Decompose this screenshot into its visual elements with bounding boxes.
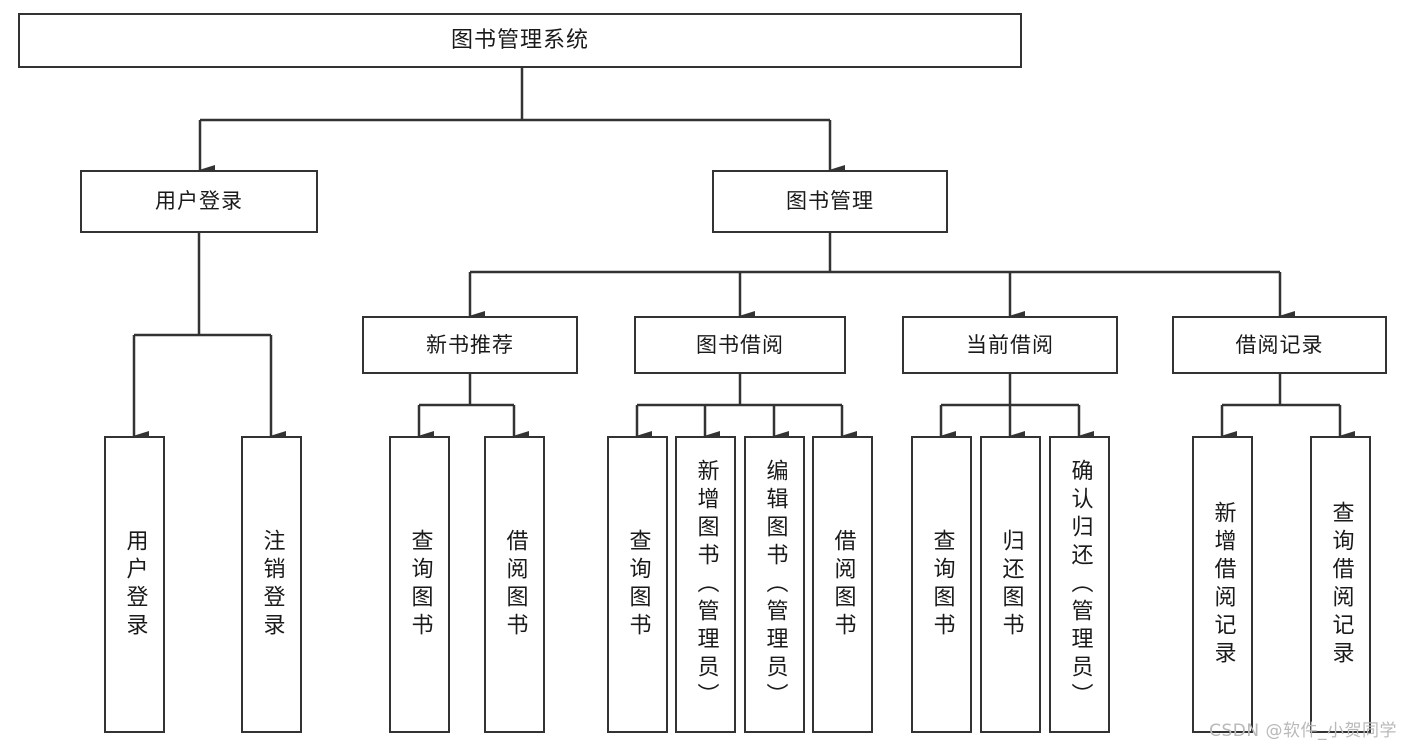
leaf-return-book[interactable]: 归还图书 bbox=[980, 436, 1041, 733]
leaf-edit-book-admin[interactable]: 编辑图书（管理员） bbox=[744, 436, 805, 733]
node-label: 归还图书 bbox=[998, 528, 1024, 641]
node-label: 编辑图书（管理员） bbox=[762, 458, 788, 711]
leaf-borrow-book[interactable]: 借阅图书 bbox=[812, 436, 873, 733]
node-user-login[interactable]: 用户登录 bbox=[80, 170, 318, 233]
node-new-book-recommend[interactable]: 新书推荐 bbox=[362, 316, 578, 374]
leaf-query-borrow-record[interactable]: 查询借阅记录 bbox=[1310, 436, 1371, 733]
node-label: 用户登录 bbox=[122, 528, 148, 641]
node-label: 图书借阅 bbox=[696, 332, 784, 357]
node-current-borrow[interactable]: 当前借阅 bbox=[902, 316, 1118, 374]
node-label: 借阅图书 bbox=[830, 528, 856, 641]
leaf-add-borrow-record[interactable]: 新增借阅记录 bbox=[1192, 436, 1253, 733]
node-label: 图书管理 bbox=[786, 189, 874, 214]
node-label: 图书管理系统 bbox=[450, 27, 589, 53]
node-label: 查询图书 bbox=[407, 528, 433, 641]
node-label: 查询图书 bbox=[929, 528, 955, 641]
node-label: 确认归还（管理员） bbox=[1067, 458, 1093, 711]
node-label: 用户登录 bbox=[155, 189, 243, 214]
node-label: 借阅图书 bbox=[502, 528, 528, 641]
node-label: 新增图书（管理员） bbox=[693, 458, 719, 711]
node-label: 查询图书 bbox=[625, 528, 651, 641]
leaf-confirm-return-admin[interactable]: 确认归还（管理员） bbox=[1049, 436, 1110, 733]
node-book-management[interactable]: 图书管理 bbox=[712, 170, 948, 233]
leaf-borrow-books-recommend[interactable]: 借阅图书 bbox=[484, 436, 545, 733]
node-label: 查询借阅记录 bbox=[1328, 500, 1354, 669]
leaf-add-book-admin[interactable]: 新增图书（管理员） bbox=[675, 436, 736, 733]
node-borrow-records[interactable]: 借阅记录 bbox=[1172, 316, 1387, 374]
leaf-query-books-current[interactable]: 查询图书 bbox=[911, 436, 972, 733]
leaf-logout[interactable]: 注销登录 bbox=[241, 436, 302, 733]
node-book-borrow[interactable]: 图书借阅 bbox=[634, 316, 846, 374]
node-label: 注销登录 bbox=[259, 528, 285, 641]
node-label: 新增借阅记录 bbox=[1210, 500, 1236, 669]
node-root-system[interactable]: 图书管理系统 bbox=[18, 13, 1022, 68]
leaf-query-books-borrow[interactable]: 查询图书 bbox=[607, 436, 668, 733]
node-label: 新书推荐 bbox=[426, 332, 514, 357]
leaf-user-login[interactable]: 用户登录 bbox=[104, 436, 165, 733]
node-label: 借阅记录 bbox=[1235, 332, 1324, 357]
node-label: 当前借阅 bbox=[966, 332, 1054, 357]
leaf-query-books-recommend[interactable]: 查询图书 bbox=[389, 436, 450, 733]
